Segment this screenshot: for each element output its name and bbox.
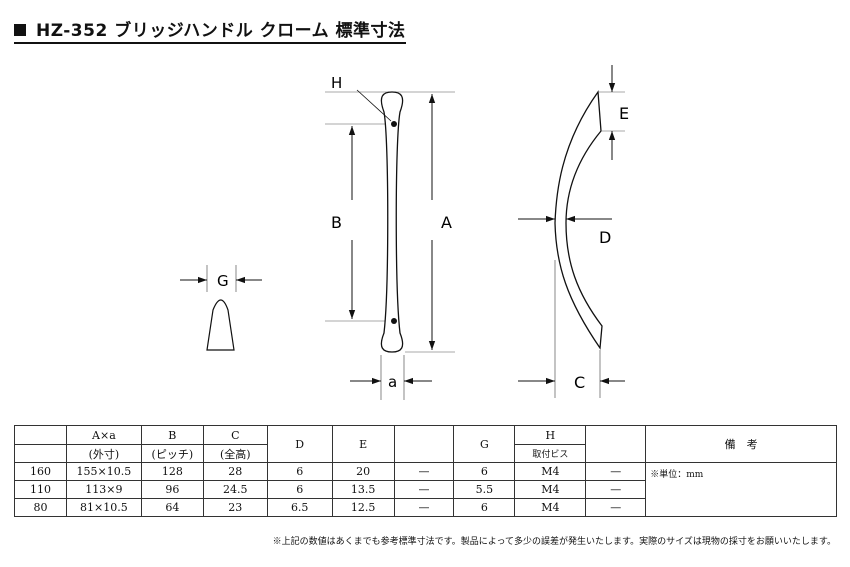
table-cell: 24.5 (202, 480, 268, 499)
page-title: HZ-352 ブリッジハンドル クローム 標準寸法 (14, 20, 406, 44)
handle-cross-section-shape (206, 299, 235, 351)
table-cell: 96 (140, 480, 204, 499)
handle-side-shape (554, 90, 603, 350)
footnote: ※上記の数値はあくまでも参考標準寸法です。製品によって多少の誤差が発生いたします… (272, 537, 836, 547)
dim-c-label: C (574, 373, 585, 392)
table-cell: 128 (140, 462, 204, 481)
table-row: 80 81×10.5 64 23 6.5 12.5 — 6 M4 — (14, 498, 837, 517)
table-remarks-cell: ※単位：mm (645, 462, 837, 517)
table-cell: 160 (14, 462, 67, 481)
dim-h-label: H (331, 74, 342, 92)
table-cell: M4 (514, 498, 587, 517)
table-cell: M4 (514, 480, 587, 499)
leader-line-h (356, 89, 392, 122)
table-cell: 20 (331, 462, 395, 481)
table-cell: — (393, 498, 455, 517)
dim-a-label: A (441, 213, 452, 232)
table-row: 110 113×9 96 24.5 6 13.5 — 5.5 M4 — (14, 480, 837, 499)
table-cell: — (393, 462, 455, 481)
table-header-cell (393, 425, 455, 463)
cross-section-view: G (180, 265, 262, 351)
table-header-cell: C (202, 425, 268, 445)
table-header-cell: H (514, 425, 587, 445)
table-cell: 6 (266, 462, 333, 481)
table-header-cell: B (140, 425, 204, 445)
table-row: 160 155×10.5 128 28 6 20 — 6 M4 — ※単位：mm (14, 462, 837, 517)
dim-g-label: G (217, 272, 229, 290)
table-cell: 6 (266, 480, 333, 499)
dimension-drawing: G H B A a E D (180, 65, 629, 400)
dim-e-label: E (619, 104, 629, 123)
table-cell: 6.5 (266, 498, 333, 517)
handle-front-shape (380, 91, 404, 353)
table-header-cell: D (266, 425, 333, 463)
table-header-cell: (全高) (202, 444, 268, 463)
table-cell: 113×9 (65, 480, 142, 499)
table-header-row: A×a B C D E G H 備 考 (14, 425, 837, 463)
table-header-cell: 取付ビス (514, 444, 587, 463)
front-view: H B A a (325, 74, 455, 400)
table-cell: 110 (14, 480, 67, 499)
table-cell: 28 (202, 462, 268, 481)
table-header-cell: G (453, 425, 516, 463)
side-view: E D C (518, 65, 629, 398)
table-cell: 23 (202, 498, 268, 517)
square-bullet-icon (14, 24, 26, 36)
table-cell: 5.5 (453, 480, 516, 499)
table-cell: 80 (14, 498, 67, 517)
table-cell: — (585, 480, 647, 499)
table-cell: 81×10.5 (65, 498, 142, 517)
title-text: HZ-352 ブリッジハンドル クローム 標準寸法 (36, 21, 406, 41)
table-cell: 6 (453, 498, 516, 517)
table-cell: M4 (514, 462, 587, 481)
dim-d-label: D (599, 228, 611, 247)
screw-hole-bottom (391, 318, 397, 324)
dim-a-small-label: a (388, 373, 397, 391)
table-header-cell (585, 425, 647, 463)
table-header-cell: E (331, 425, 395, 463)
table-cell: 64 (140, 498, 204, 517)
table-cell: 155×10.5 (65, 462, 142, 481)
table-header-cell: A×a (65, 425, 142, 445)
dim-b-label: B (331, 213, 342, 232)
table-cell: 13.5 (331, 480, 395, 499)
table-cell: — (585, 498, 647, 517)
dimension-table: A×a B C D E G H 備 考 (外寸) (ピッチ) (全高) 取付ビス… (14, 425, 837, 517)
table-header-cell: (外寸) (65, 444, 142, 463)
table-cell: — (393, 480, 455, 499)
table-header-cell: (ピッチ) (140, 444, 204, 463)
table-cell: 6 (453, 462, 516, 481)
table-header-remarks: 備 考 (645, 425, 837, 463)
screw-hole-top (391, 121, 397, 127)
table-cell: 12.5 (331, 498, 395, 517)
table-header-row: (外寸) (ピッチ) (全高) 取付ビス (14, 444, 837, 463)
table-header-cell (14, 444, 67, 463)
table-header-cell (14, 425, 67, 445)
table-cell: — (585, 462, 647, 481)
